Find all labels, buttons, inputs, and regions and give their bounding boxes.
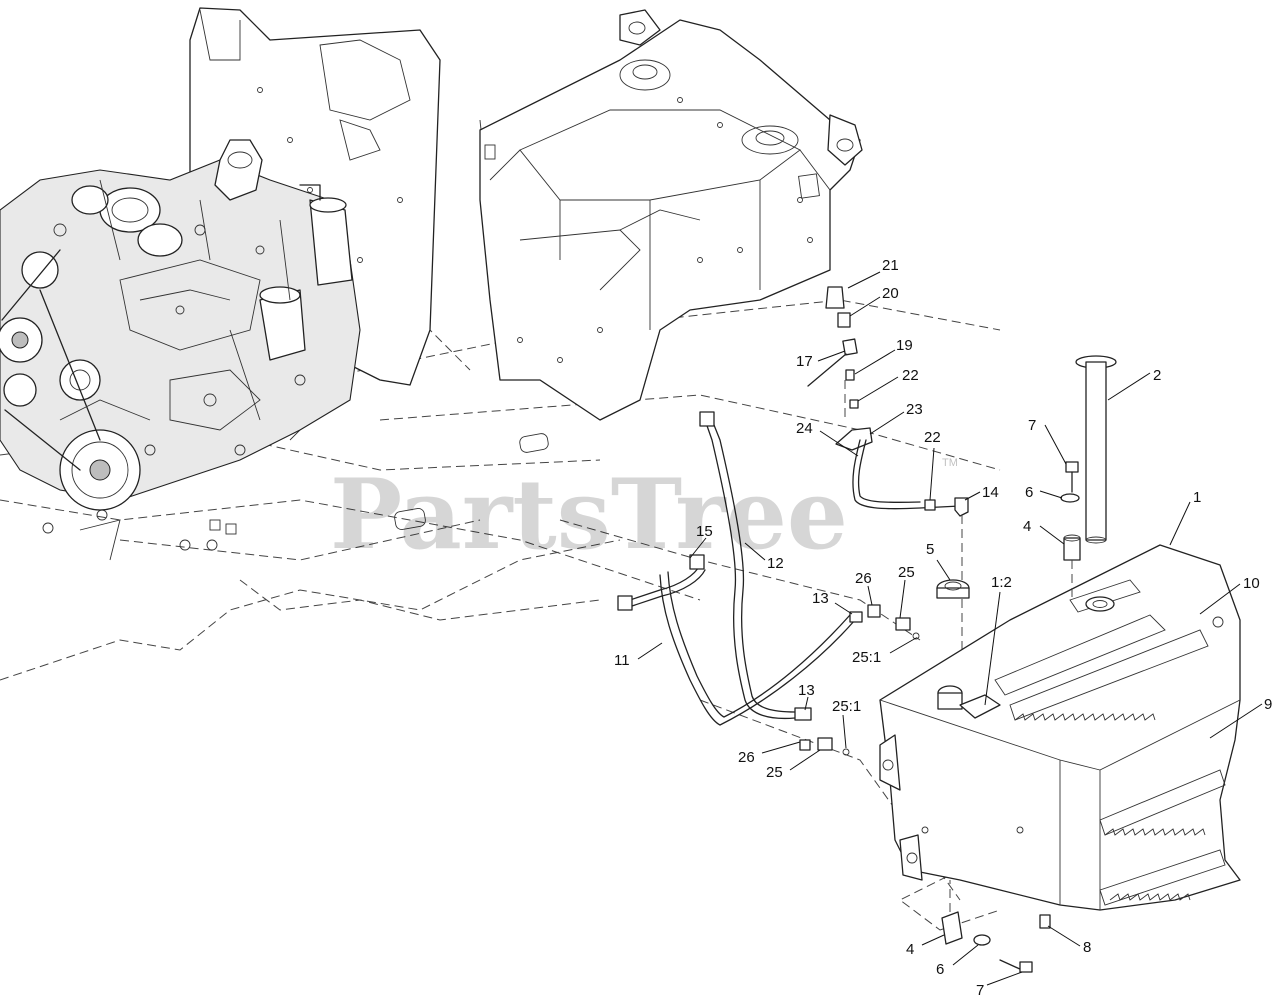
callout-leaders bbox=[637, 271, 1263, 986]
callout-7a: 7 bbox=[1028, 417, 1036, 434]
callout-19: 19 bbox=[896, 337, 913, 354]
engine-assembly bbox=[0, 139, 361, 511]
callout-5: 5 bbox=[926, 541, 934, 558]
callout-12: 12 bbox=[767, 555, 784, 572]
filler-tube-parts bbox=[807, 286, 969, 690]
lower-mount-hardware bbox=[941, 880, 1051, 973]
watermark: PartsTree TM bbox=[330, 457, 958, 571]
callout-15: 15 bbox=[696, 523, 713, 540]
callout-14: 14 bbox=[982, 484, 999, 501]
callout-2: 2 bbox=[1153, 367, 1161, 384]
callout-25-1b: 25:1 bbox=[832, 698, 861, 715]
callout-24: 24 bbox=[796, 420, 813, 437]
callout-20: 20 bbox=[882, 285, 899, 302]
callout-13a: 13 bbox=[812, 590, 829, 607]
watermark-trademark: TM bbox=[942, 457, 958, 469]
callout-6a: 6 bbox=[1025, 484, 1033, 501]
callout-17: 17 bbox=[796, 353, 813, 370]
callout-6b: 6 bbox=[936, 961, 944, 978]
callout-1-2: 1:2 bbox=[991, 574, 1012, 591]
callout-21a: 21 bbox=[882, 257, 899, 274]
callout-26a: 26 bbox=[855, 570, 872, 587]
callout-13b: 13 bbox=[798, 682, 815, 699]
callout-25a: 25 bbox=[898, 564, 915, 581]
hydraulic-hoses bbox=[617, 411, 920, 756]
callout-26b: 26 bbox=[738, 749, 755, 766]
callout-25b: 25 bbox=[766, 764, 783, 781]
watermark-text: PartsTree bbox=[330, 458, 848, 571]
callout-22a: 22 bbox=[902, 367, 919, 384]
callout-25-1a: 25:1 bbox=[852, 649, 881, 666]
upper-mount-hardware bbox=[1060, 461, 1081, 600]
callout-7b: 7 bbox=[976, 982, 984, 999]
callout-1: 1 bbox=[1193, 489, 1201, 506]
callout-10: 10 bbox=[1243, 575, 1260, 592]
callout-23: 23 bbox=[906, 401, 923, 418]
callout-8: 8 bbox=[1083, 939, 1091, 956]
callout-4a: 4 bbox=[1023, 518, 1031, 535]
callout-22b: 22 bbox=[924, 429, 941, 446]
fuel-cap bbox=[936, 579, 970, 599]
fuel-level-sender bbox=[1075, 355, 1117, 544]
callout-4b: 4 bbox=[906, 941, 914, 958]
callout-9: 9 bbox=[1264, 696, 1272, 713]
fuel-tank bbox=[879, 544, 1241, 911]
callout-11: 11 bbox=[614, 652, 630, 669]
